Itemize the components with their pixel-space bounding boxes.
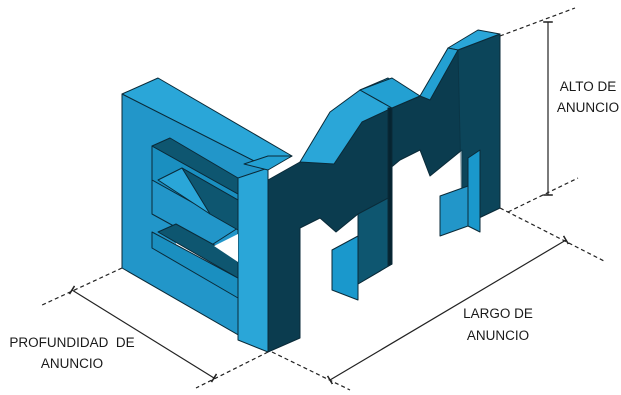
height-extension-top	[499, 7, 576, 37]
length-label-line2: ANUNCIO	[467, 328, 529, 343]
length-dimension-line	[326, 235, 570, 385]
emm-3d-letters	[121, 29, 501, 353]
dimension-lines	[39, 7, 607, 391]
depth-label-line2: ANUNCIO	[41, 356, 103, 371]
length-label-line1: LARGO DE	[463, 306, 533, 321]
depth-dimension-line	[68, 285, 218, 383]
height-label-line1: ALTO DE	[560, 79, 617, 94]
length-extension-right	[499, 207, 607, 263]
height-label-line2: ANUNCIO	[557, 100, 619, 115]
height-extension-bottom	[507, 177, 579, 213]
depth-extension-front	[195, 351, 269, 389]
letter-m-back	[359, 29, 501, 237]
depth-label-line1: PROFUNDIDAD DE	[9, 335, 134, 350]
letter-e	[121, 77, 293, 353]
length-extension-left	[271, 351, 351, 391]
depth-extension-back	[39, 267, 123, 307]
